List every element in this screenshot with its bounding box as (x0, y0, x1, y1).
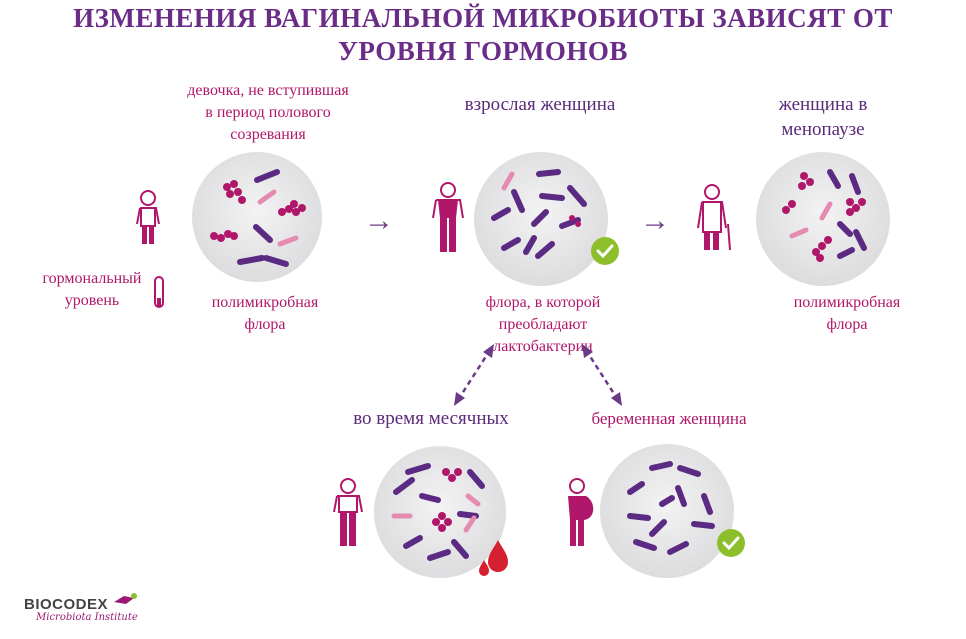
adult-flora-line-1: флора, в которой (485, 294, 601, 311)
checkmark-icon (590, 236, 620, 271)
title-line-2: УРОВНЯ ГОРМОНОВ (338, 36, 628, 66)
woman-figure-icon (430, 182, 466, 261)
right-arrow-icon: → (364, 204, 394, 237)
logo-name: BIOCODEX (24, 596, 109, 613)
menstruation-label: во время месячных (353, 408, 509, 429)
girl-flora-label: полимикробная флора (180, 292, 350, 336)
menopause-label: женщина в менопаузе (748, 92, 898, 142)
menopause-label-line-2: менопаузе (781, 119, 865, 140)
logo-subtitle: Microbiota Institute (36, 612, 138, 623)
girl-label-line-3: созревания (230, 126, 306, 143)
menopause-flora-label: полимикробная флора (762, 292, 932, 336)
pregnant-microbiota-circle (600, 444, 734, 578)
girl-microbiota-circle (192, 152, 322, 282)
pregnant-label: беременная женщина (591, 409, 747, 428)
elderly-woman-figure-icon (694, 184, 734, 259)
pregnant-woman-figure-icon (562, 478, 600, 555)
hormone-level-line-2: уровень (64, 292, 120, 309)
girl-label: девочка, не вступившая в период полового… (160, 80, 376, 146)
right-arrow-icon: → (640, 204, 670, 237)
adult-flora-line-2: преобладают (498, 316, 588, 333)
adult-label: взрослая женщина (464, 94, 616, 115)
hormone-level-label: гормональный уровень (30, 268, 154, 312)
logo-mark-icon (112, 592, 138, 613)
menopause-flora-line-2: флора (826, 316, 868, 333)
dashed-arrow-icon (448, 340, 638, 417)
menopause-flora-line-1: полимикробная (793, 294, 901, 311)
girl-label-line-1: девочка, не вступившая (187, 82, 349, 99)
adult-flora-label: флора, в которой преобладают лактобактер… (452, 292, 634, 358)
blood-drop-icon (476, 538, 512, 583)
menopause-microbiota-circle (756, 152, 890, 286)
menstruation-microbiota-circle (374, 446, 506, 578)
hormone-level-line-1: гормональный (42, 270, 142, 287)
adult-microbiota-circle (474, 152, 608, 286)
girl-flora-line-1: полимикробная (211, 294, 319, 311)
checkmark-icon (716, 528, 746, 563)
title-line-1: ИЗМЕНЕНИЯ ВАГИНАЛЬНОЙ МИКРОБИОТЫ ЗАВИСЯТ… (73, 3, 893, 33)
page-title: ИЗМЕНЕНИЯ ВАГИНАЛЬНОЙ МИКРОБИОТЫ ЗАВИСЯТ… (0, 2, 966, 68)
adult-flora-line-3: лактобактерии (493, 338, 593, 355)
menopause-label-line-1: женщина в (778, 94, 868, 115)
thermometer-icon (153, 276, 165, 315)
woman-figure-icon (331, 478, 365, 555)
girl-figure-icon (131, 188, 165, 255)
girl-flora-line-2: флора (244, 316, 286, 333)
girl-label-line-2: в период полового (205, 104, 331, 121)
